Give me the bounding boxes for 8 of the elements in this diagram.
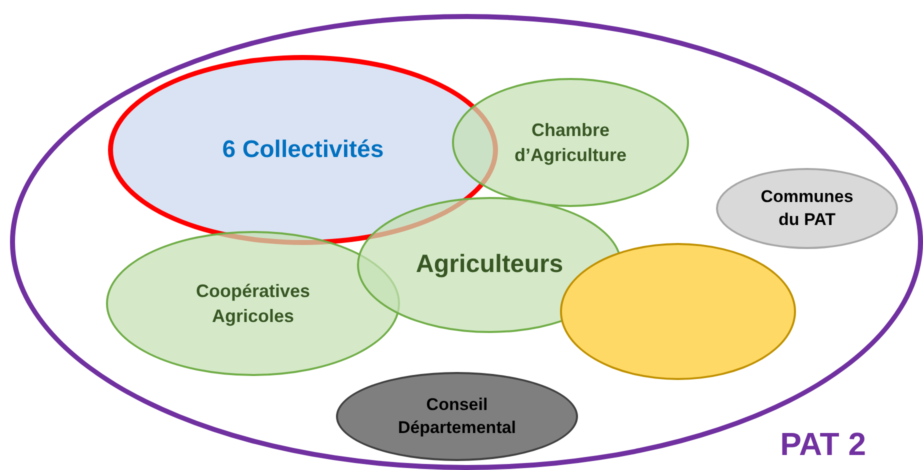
outer-ellipse (10, 14, 923, 470)
ellipse-label: Agriculteurs (416, 249, 564, 280)
ellipse-label: Coopératives Agricoles (194, 280, 312, 328)
ellipse-title: PAT 2 (780, 426, 866, 463)
ellipse-label: Conseil Départemental (396, 394, 518, 438)
ellipse-label: 6 Collectivités (222, 134, 384, 165)
ellipse-label: Chambre d’Agriculture (513, 119, 628, 167)
ellipse-label: Communes du PAT (760, 186, 854, 230)
